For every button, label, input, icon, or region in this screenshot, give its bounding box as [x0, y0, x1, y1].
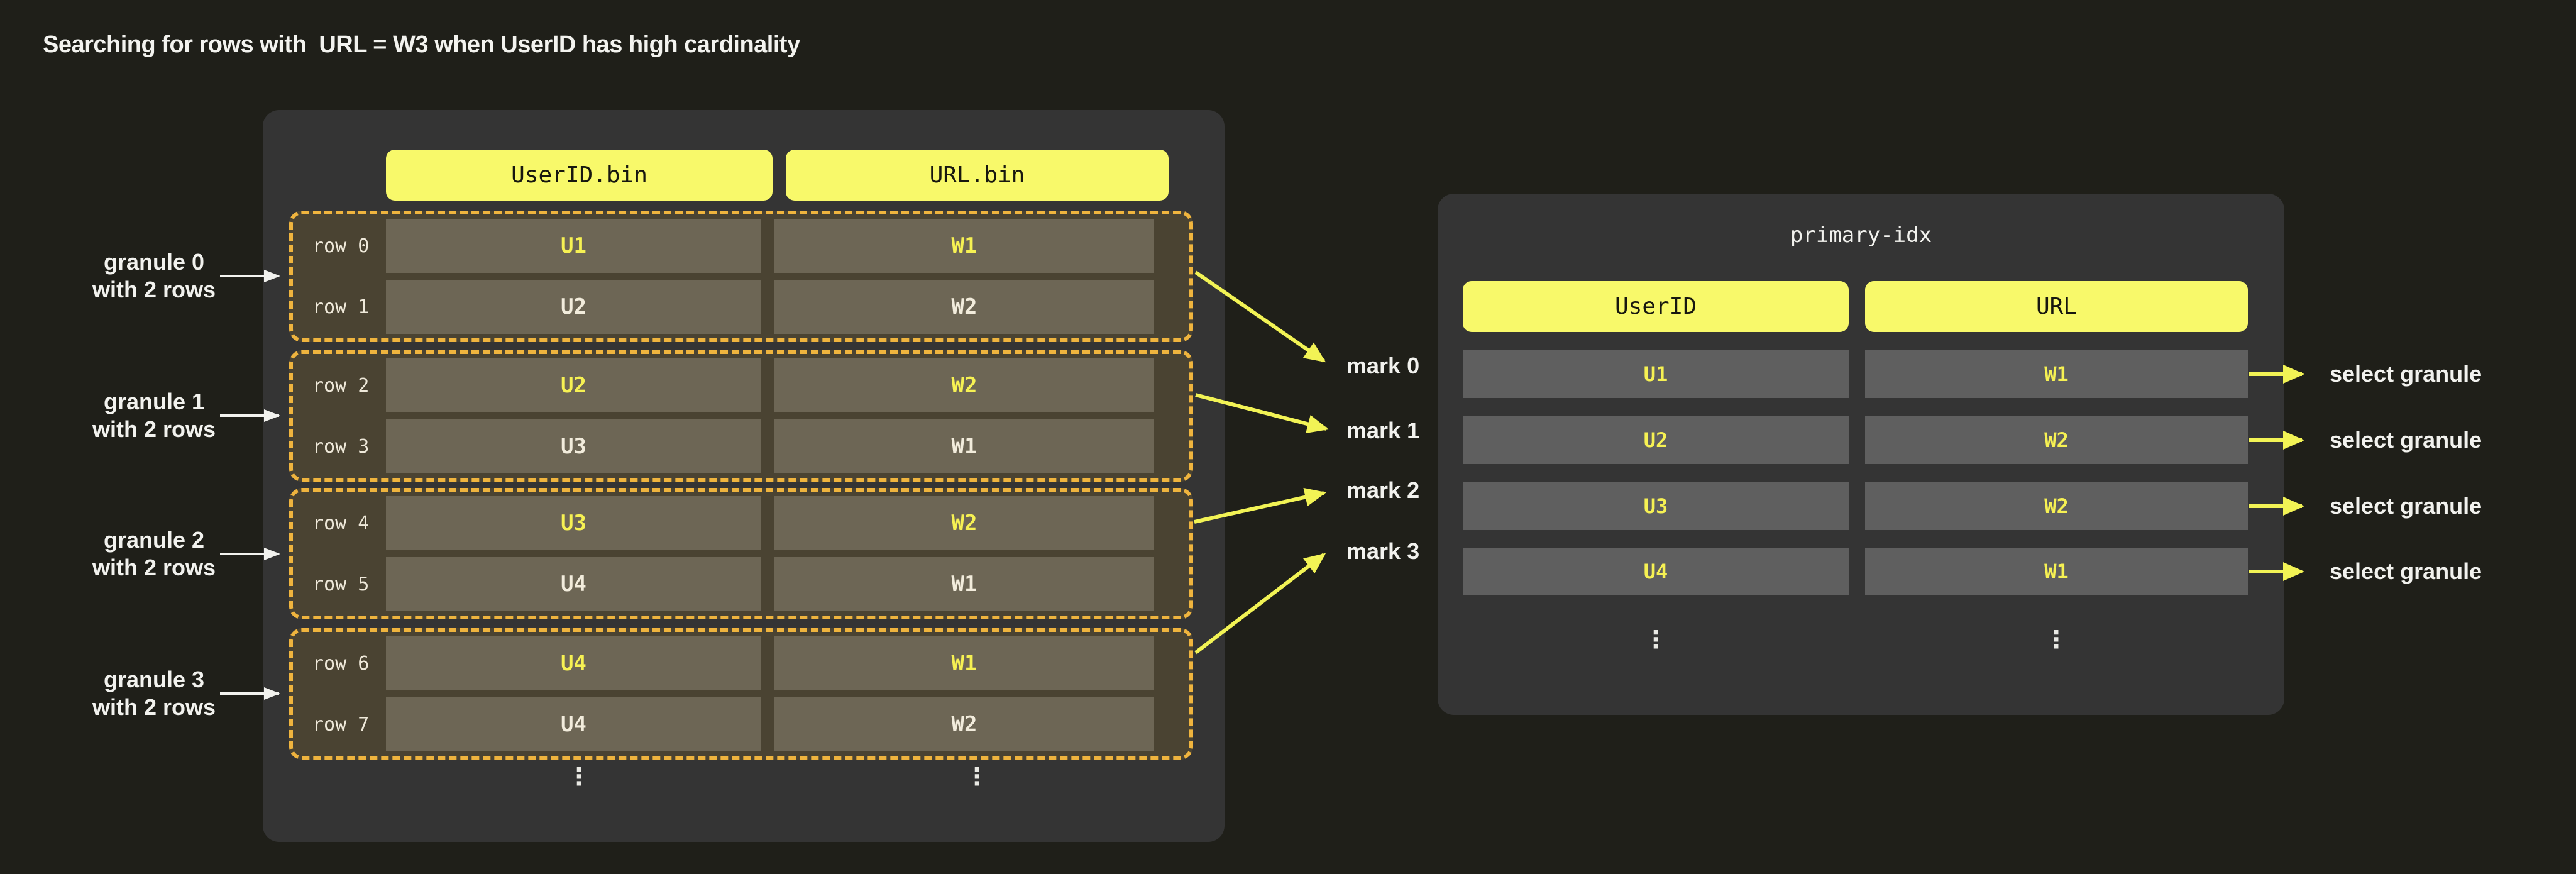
granule-2-box: row 4 U3 W2 row 5 U4 W1: [289, 488, 1193, 619]
mark-2-label: mark 2: [1346, 477, 1420, 503]
userid-bin-header: UserID.bin: [386, 150, 773, 201]
userid-cell: U2: [386, 280, 761, 334]
row-label: row 3: [312, 435, 370, 458]
granule-label-line: granule 3: [103, 667, 205, 693]
index-userid-ellipsis: ⋮: [1644, 626, 1668, 653]
granule-2-label: granule 2 with 2 rows: [60, 526, 248, 582]
table-row: row 4 U3 W2: [293, 496, 1154, 550]
row-label: row 1: [312, 296, 370, 318]
granule-1-label: granule 1 with 2 rows: [60, 388, 248, 443]
mark-3-label: mark 3: [1346, 538, 1420, 564]
index-url-cell: W1: [1865, 548, 2248, 595]
column-files-panel: UserID.bin URL.bin row 0 U1 W1 row 1 U2 …: [263, 110, 1225, 842]
granule-label-line: granule 1: [103, 389, 205, 415]
select-granule-label: select granule: [2330, 427, 2482, 453]
row-label: row 0: [312, 235, 370, 257]
userid-cell: U2: [386, 358, 761, 412]
table-row: row 5 U4 W1: [293, 557, 1154, 611]
index-url-cell: W2: [1865, 482, 2248, 530]
url-cell: W1: [774, 419, 1154, 473]
granule-0-label: granule 0 with 2 rows: [60, 248, 248, 304]
mark-1-label: mark 1: [1346, 418, 1420, 443]
userid-cell: U4: [386, 697, 761, 751]
url-cell: W2: [774, 280, 1154, 334]
granule-label-line: granule 2: [103, 527, 205, 553]
row-label: row 5: [312, 573, 370, 595]
url-cell: W2: [774, 358, 1154, 412]
table-row: row 0 U1 W1: [293, 219, 1154, 273]
table-row: row 7 U4 W2: [293, 697, 1154, 751]
table-row: row 2 U2 W2: [293, 358, 1154, 412]
index-userid-cell: U3: [1463, 482, 1849, 530]
index-url-cell: W1: [1865, 350, 2248, 398]
userid-cell: U1: [386, 219, 761, 273]
select-granule-label: select granule: [2330, 558, 2482, 584]
select-granule-label: select granule: [2330, 493, 2482, 519]
primary-index-panel: primary-idx UserID URL U1 W1 U2 W2 U3 W2…: [1438, 194, 2284, 715]
row-label: row 6: [312, 652, 370, 675]
url-header: URL: [1865, 281, 2248, 332]
granule-3-box: row 6 U4 W1 row 7 U4 W2: [289, 628, 1193, 760]
row-label: row 4: [312, 512, 370, 534]
index-userid-cell: U4: [1463, 548, 1849, 595]
granule-label-line: with 2 rows: [92, 694, 216, 720]
userid-cell: U4: [386, 557, 761, 611]
index-url-ellipsis: ⋮: [2044, 626, 2068, 653]
userid-cell: U3: [386, 496, 761, 550]
url-bin-header: URL.bin: [786, 150, 1169, 201]
page-title: Searching for rows with URL = W3 when Us…: [43, 31, 800, 58]
userid-header: UserID: [1463, 281, 1849, 332]
mark-0-label: mark 0: [1346, 353, 1420, 379]
userid-ellipsis: ⋮: [567, 763, 591, 790]
url-cell: W1: [774, 636, 1154, 690]
url-cell: W2: [774, 496, 1154, 550]
index-url-cell: W2: [1865, 416, 2248, 464]
select-granule-label: select granule: [2330, 361, 2482, 387]
table-row: row 6 U4 W1: [293, 636, 1154, 690]
url-cell: W2: [774, 697, 1154, 751]
row-label: row 7: [312, 713, 370, 736]
granule-label-line: with 2 rows: [92, 555, 216, 580]
granule-0-box: row 0 U1 W1 row 1 U2 W2: [289, 211, 1193, 342]
primary-index-title: primary-idx: [1790, 223, 1932, 248]
granule-label-line: granule 0: [103, 249, 205, 275]
index-userid-cell: U1: [1463, 350, 1849, 398]
userid-cell: U3: [386, 419, 761, 473]
granule-label-line: with 2 rows: [92, 416, 216, 442]
table-row: row 1 U2 W2: [293, 280, 1154, 334]
index-userid-cell: U2: [1463, 416, 1849, 464]
granule-1-box: row 2 U2 W2 row 3 U3 W1: [289, 350, 1193, 482]
row-label: row 2: [312, 374, 370, 397]
url-cell: W1: [774, 219, 1154, 273]
userid-cell: U4: [386, 636, 761, 690]
table-row: row 3 U3 W1: [293, 419, 1154, 473]
granule-3-label: granule 3 with 2 rows: [60, 666, 248, 721]
granule-label-line: with 2 rows: [92, 277, 216, 302]
url-ellipsis: ⋮: [965, 763, 989, 790]
url-cell: W1: [774, 557, 1154, 611]
